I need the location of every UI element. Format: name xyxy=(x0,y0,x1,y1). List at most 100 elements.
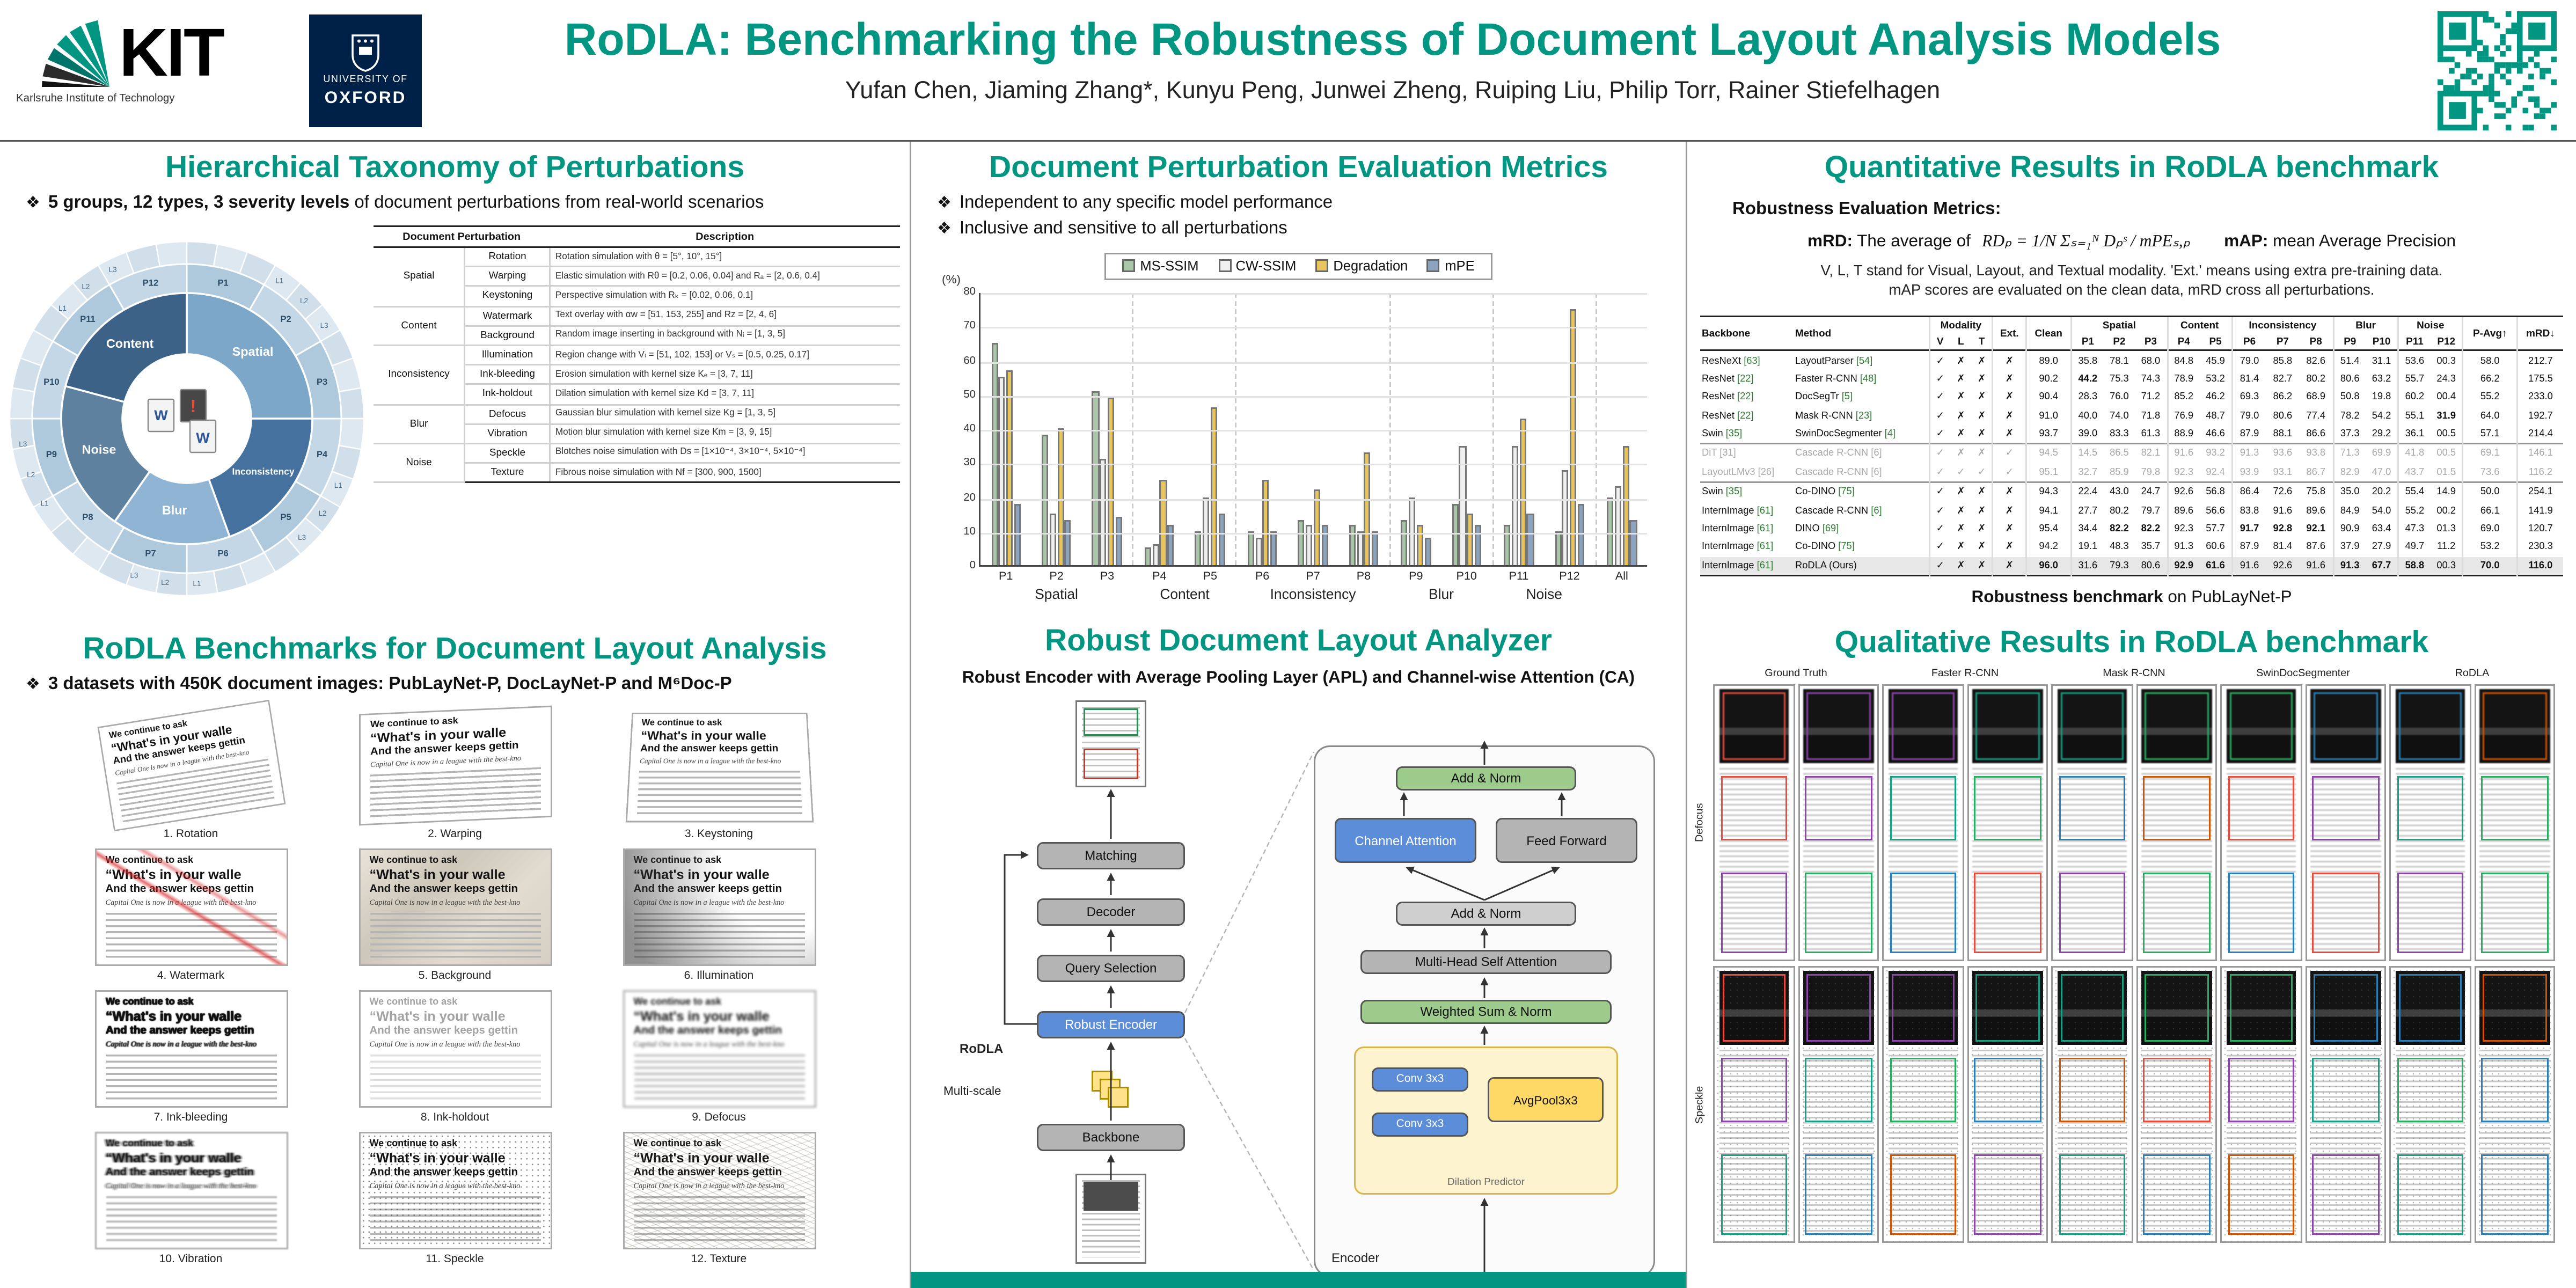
qual-cell xyxy=(2051,965,2217,1243)
multiscale-feature-icon xyxy=(1108,1087,1129,1108)
qual-row: Speckle xyxy=(1695,965,2576,1243)
taxonomy-heading: Hierarchical Taxonomy of Perturbations xyxy=(165,151,745,185)
bar xyxy=(1504,524,1511,565)
weighted-sum-norm-block: Weighted Sum & Norm xyxy=(1360,1000,1612,1024)
multiscale-label: Multi-scale xyxy=(943,1084,1001,1098)
qual-column-header: SwinDocSegmenter xyxy=(2256,668,2350,679)
bar xyxy=(1452,503,1459,565)
detection-page-thumb xyxy=(1713,965,1795,1243)
robust-encoder-block: Robust Encoder xyxy=(1037,1011,1185,1038)
svg-text:P2: P2 xyxy=(280,314,291,324)
bar xyxy=(1298,521,1305,565)
encoder-label: Encoder xyxy=(1331,1251,1380,1265)
footer-accent-bar xyxy=(911,1272,1686,1288)
tax-header-perturbation: Document Perturbation xyxy=(374,225,550,248)
svg-text:Blur: Blur xyxy=(162,503,187,517)
perturbation-table: Document Perturbation Description Spatia… xyxy=(374,225,900,484)
bar xyxy=(1356,531,1363,565)
quant-row: LayoutLMv3 [26]Cascade R-CNN [6]✓✓✓✓95.1… xyxy=(1700,463,2563,482)
oxford-line1: UNIVERSITY OF xyxy=(323,76,408,85)
bar xyxy=(1321,524,1328,565)
bullet-diamond-icon: ❖ xyxy=(937,221,952,238)
detection-page-thumb xyxy=(2051,965,2133,1243)
bar xyxy=(1306,524,1313,565)
qual-cell xyxy=(2220,965,2386,1243)
metrics-heading: Document Perturbation Evaluation Metrics xyxy=(989,151,1608,185)
dilation-predictor-box: Conv 3x3 Conv 3x3 AvgPool3x3 Dilation Pr… xyxy=(1354,1046,1618,1195)
kit-fan-icon xyxy=(42,20,109,87)
bar xyxy=(1064,521,1072,565)
oxford-line2: OXFORD xyxy=(324,89,407,108)
input-document-thumbnail xyxy=(1075,1174,1146,1264)
detection-page-thumb xyxy=(2304,684,2386,961)
detection-page-thumb xyxy=(1966,965,2048,1243)
svg-text:W: W xyxy=(196,430,210,446)
bar xyxy=(1401,521,1408,565)
tax-header-description: Description xyxy=(550,225,900,248)
bar xyxy=(1092,390,1099,565)
kit-logo: KIT Karlsruhe Institute of Technology xyxy=(16,16,298,126)
svg-text:L3: L3 xyxy=(130,572,138,580)
bar xyxy=(1057,428,1064,565)
svg-text:L2: L2 xyxy=(319,509,327,517)
svg-text:L1: L1 xyxy=(41,500,49,508)
qual-cell xyxy=(1713,965,1879,1243)
bar xyxy=(1160,479,1167,565)
bar xyxy=(1049,514,1056,565)
detection-page-thumb xyxy=(1797,965,1879,1243)
bar xyxy=(1210,407,1218,565)
bar xyxy=(1475,524,1482,565)
svg-text:L2: L2 xyxy=(82,282,90,290)
svg-text:P10: P10 xyxy=(43,377,59,387)
bar xyxy=(1167,524,1175,565)
bar xyxy=(1115,517,1122,565)
detection-page-thumb xyxy=(2220,684,2302,961)
detection-page-thumb xyxy=(2389,965,2471,1243)
column-results: Quantitative Results in RoDLA benchmark … xyxy=(1687,142,2576,1288)
qr-code xyxy=(2438,11,2557,130)
svg-text:W: W xyxy=(154,407,168,423)
dilation-predictor-label: Dilation Predictor xyxy=(1447,1177,1525,1188)
svg-text:P11: P11 xyxy=(80,314,95,324)
column-metrics-analyzer: Document Perturbation Evaluation Metrics… xyxy=(911,142,1687,1288)
authors: Yufan Chen, Jiaming Zhang*, Kunyu Peng, … xyxy=(845,77,1941,105)
detection-page-thumb xyxy=(2051,684,2133,961)
benchmarks-bullet: ❖3 datasets with 450K document images: P… xyxy=(26,675,732,694)
bar xyxy=(1577,503,1585,565)
qual-column-header: Mask R-CNN xyxy=(2103,668,2165,679)
svg-text:P5: P5 xyxy=(280,513,291,522)
bar xyxy=(1195,531,1202,565)
qualitative-heading: Qualitative Results in RoDLA benchmark xyxy=(1834,626,2429,660)
detection-page-thumb xyxy=(1882,965,1964,1243)
bar xyxy=(1263,479,1270,565)
legend-item: mPE xyxy=(1427,258,1475,274)
rodla-label: RoDLA xyxy=(960,1042,1004,1056)
query-selection-block: Query Selection xyxy=(1037,955,1185,982)
bar-group: All xyxy=(1594,293,1647,583)
encoder-detail-box: Add & Norm Channel Attention Feed Forwar… xyxy=(1314,745,1655,1277)
oxford-crest-icon xyxy=(352,34,379,72)
quantitative-heading: Quantitative Results in RoDLA benchmark xyxy=(1824,151,2439,185)
bar xyxy=(1014,503,1021,565)
